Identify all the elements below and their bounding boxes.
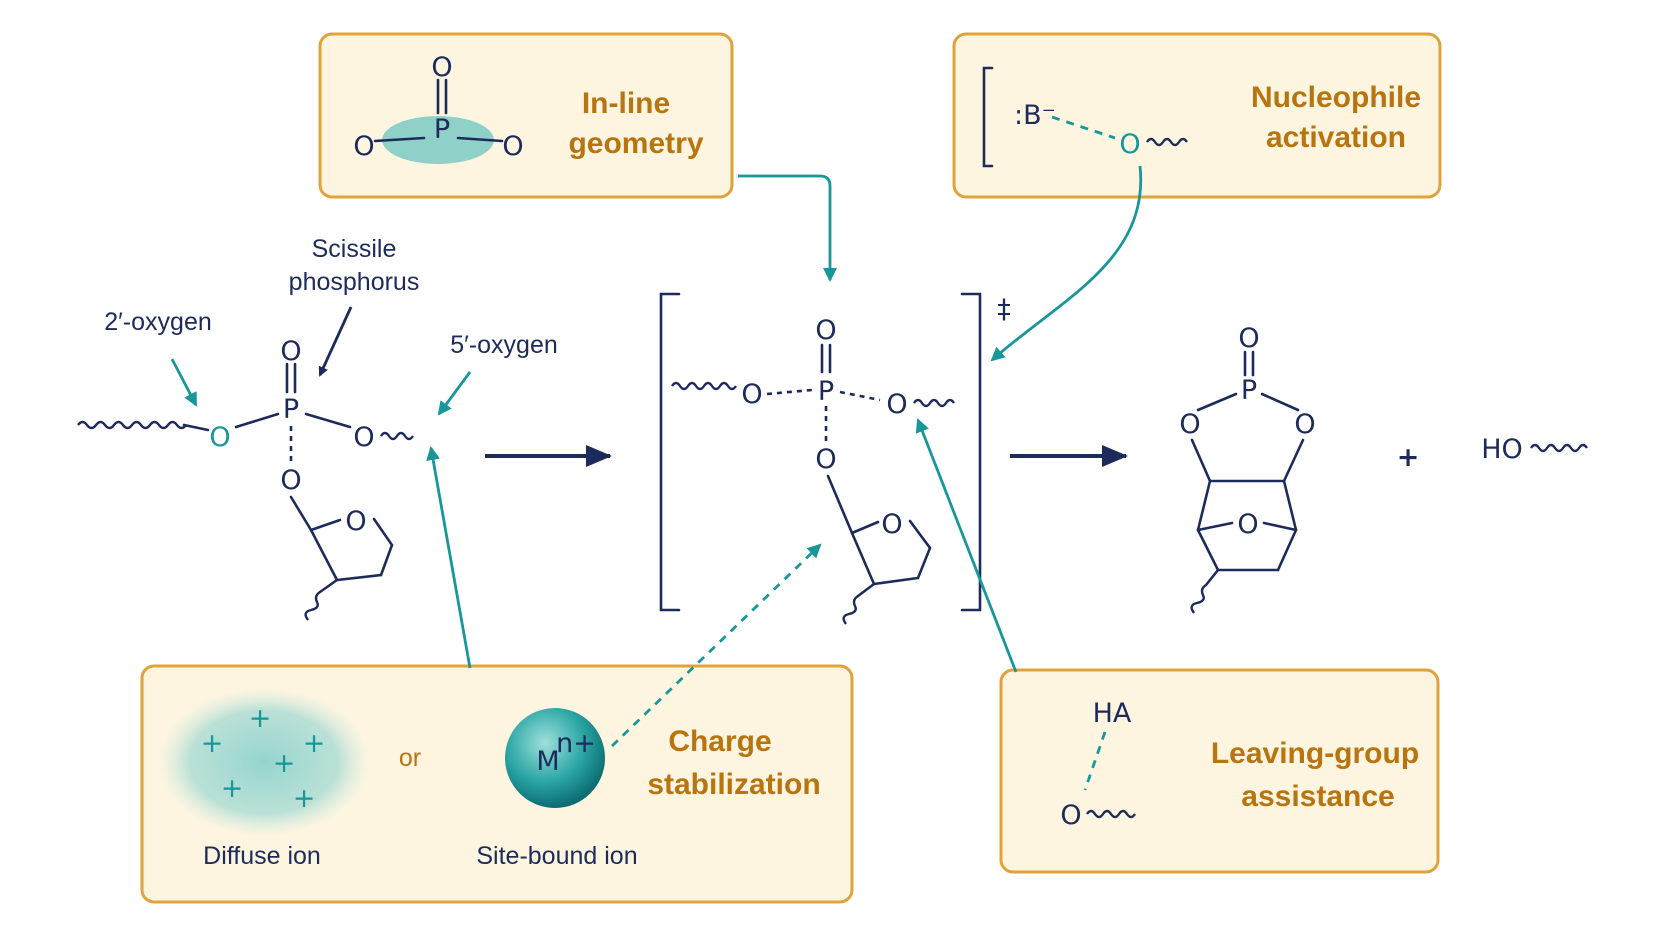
nucleophile-oxygen: O <box>1119 129 1140 160</box>
metal-symbol: M <box>536 746 559 777</box>
nucleophile-arrow <box>990 165 1143 362</box>
cyclic-phosphate-product: O P O O O <box>1179 323 1316 614</box>
scissile-label-line1: Scissile <box>312 235 397 263</box>
ts-leaving-oxygen: O <box>886 389 907 420</box>
charge-title-line2: stabilization <box>647 768 820 801</box>
site-bound-ion-label: Site-bound ion <box>476 842 637 870</box>
inline-title-line2: geometry <box>568 127 703 160</box>
inline-geometry-box: O P O O In-line geometry <box>318 32 734 199</box>
two-prime-oxygen: O <box>209 422 230 453</box>
site-bound-ion-arrow <box>611 543 822 748</box>
two-prime-oxygen-label: 2′-oxygen <box>104 308 212 336</box>
product-oxygen-left: O <box>1179 409 1200 440</box>
phosphorus-atom: P <box>434 114 450 145</box>
hydroxyl-label: HO <box>1481 434 1523 465</box>
hydroxyl-product: HO <box>1481 434 1588 465</box>
five-prime-oxygen-label: 5′-oxygen <box>450 331 558 359</box>
ts-nucleophile-oxygen: O <box>741 379 762 410</box>
charge-stabilization-box: + + + + + + Diffuse ion or M n+ Site-bou… <box>140 664 854 904</box>
nucleophile-title-line2: activation <box>1266 121 1406 154</box>
ts-sugar-oxygen: O <box>815 444 836 475</box>
or-label: or <box>399 744 421 772</box>
cation-plus: + <box>201 728 224 759</box>
scissile-phosphorus: P <box>283 394 299 425</box>
ts-phosphoryl-oxygen: O <box>815 315 836 346</box>
leaving-title-line1: Leaving-group <box>1211 737 1419 770</box>
cation-plus: + <box>293 783 316 814</box>
product-phosphoryl-oxygen: O <box>1238 323 1259 354</box>
diffuse-ion-cloud: + + + + + + <box>201 703 326 814</box>
product-phosphorus: P <box>1241 375 1257 406</box>
substrate-structure: O P O O O O 2′-oxygen Scissile phosphoru… <box>77 235 558 621</box>
leaving-group-box: HA O Leaving-group assistance <box>999 668 1440 874</box>
diffuse-ion-arrow <box>426 446 472 669</box>
transition-state-dagger: ‡ <box>997 294 1011 325</box>
leaving-title-line2: assistance <box>1241 780 1394 813</box>
cation-plus: + <box>249 703 272 734</box>
inline-right-oxygen: O <box>502 131 523 162</box>
substrate-phosphoryl-oxygen: O <box>280 336 301 367</box>
leaving-oxygen: O <box>1060 800 1081 831</box>
inline-geometry-arrow <box>738 174 837 282</box>
phosphoryl-oxygen: O <box>431 52 452 83</box>
ring-oxygen: O <box>345 506 366 537</box>
metal-charge: n+ <box>556 728 596 759</box>
scissile-label-line2: phosphorus <box>289 268 420 296</box>
product-oxygen-right: O <box>1294 409 1315 440</box>
base-atom: :B⁻ <box>1014 100 1056 131</box>
leaving-group-arrow <box>915 418 1018 673</box>
five-prime-oxygen: O <box>353 422 374 453</box>
inline-left-oxygen: O <box>353 131 374 162</box>
diffuse-ion-label: Diffuse ion <box>203 842 321 870</box>
cation-plus: + <box>303 728 326 759</box>
product-ring-oxygen: O <box>1237 509 1258 540</box>
nucleophile-title-line1: Nucleophile <box>1251 81 1421 114</box>
acid-ha: HA <box>1093 698 1132 729</box>
ts-phosphorus: P <box>818 376 834 407</box>
inline-title-line1: In-line <box>582 87 670 120</box>
sugar-3prime-oxygen: O <box>280 465 301 496</box>
nucleophile-activation-box: :B⁻ O Nucleophile activation <box>952 32 1442 199</box>
plus-sign: + <box>1397 442 1420 473</box>
charge-title-line1: Charge <box>668 725 771 758</box>
ts-ring-oxygen: O <box>881 509 902 540</box>
cation-plus: + <box>221 773 244 804</box>
transition-state: ‡ O P O O O O <box>659 292 1011 625</box>
cation-plus: + <box>273 748 296 779</box>
metal-ion-sphere <box>505 708 605 808</box>
